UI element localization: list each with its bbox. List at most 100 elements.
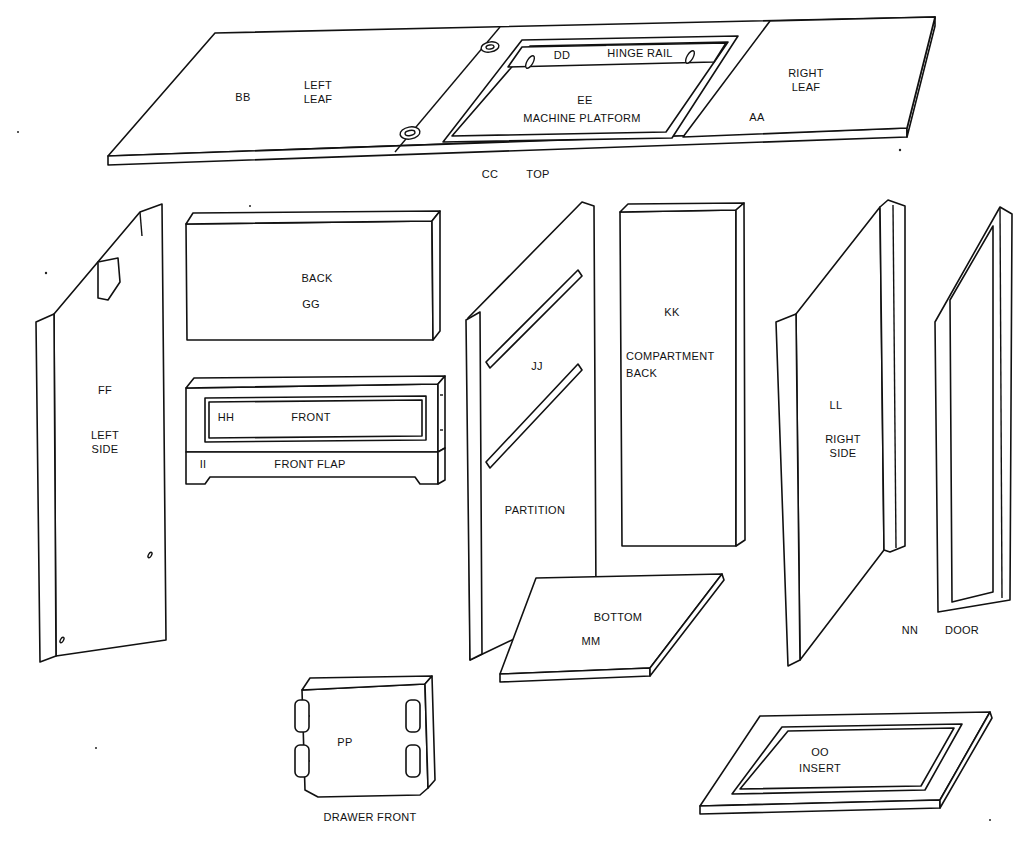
panel-edge <box>140 212 142 236</box>
part-panel: OO INSERT <box>695 706 995 816</box>
panel-face <box>700 800 940 814</box>
panel-face <box>438 448 445 484</box>
part-panel: KK COMPARTMENT BACK <box>615 200 750 550</box>
part-label: CC <box>481 167 500 181</box>
panel-outline <box>292 670 445 830</box>
panel-face <box>452 42 728 136</box>
part-label: INSERT <box>798 761 842 775</box>
part-label: BACK <box>300 271 333 285</box>
part-label: PP <box>336 735 353 749</box>
drawer-hardware <box>406 745 420 777</box>
part-panel: RIGHT LEAF AA <box>680 14 942 140</box>
hardware-hole <box>405 130 416 137</box>
part-label: COMPARTMENT BACK <box>625 348 727 381</box>
panel-outline <box>495 570 727 686</box>
part-label: DOOR <box>944 623 980 637</box>
panel-face <box>776 314 800 666</box>
panel-face <box>486 364 582 468</box>
part-label: LL <box>829 398 844 412</box>
panel-face <box>486 270 582 368</box>
part-label: NN <box>901 623 919 637</box>
part-panel: FF LEFT SIDE <box>33 198 173 666</box>
hardware-hole <box>147 552 153 559</box>
drawer-hardware <box>295 745 309 777</box>
part-panel: CC TOP BB LEFT LEAF EE MACHINE PLATFORM DD HING… <box>104 12 944 184</box>
panel-face <box>54 204 166 656</box>
hardware-hole <box>684 49 696 64</box>
panel-face <box>650 574 724 676</box>
panel-face <box>950 226 993 602</box>
panel-face <box>508 43 726 67</box>
panel-face <box>620 210 736 546</box>
panel-outline <box>695 706 995 816</box>
panel-face <box>186 221 433 340</box>
panel-edge <box>1000 207 1002 598</box>
part-label: PARTITION <box>504 503 566 517</box>
part-label: AA <box>748 110 765 124</box>
panel-face <box>98 258 120 300</box>
drawer-hardware <box>406 700 420 732</box>
panel-face <box>736 203 745 546</box>
part-label: GG <box>301 297 321 311</box>
part-label: BOTTOM <box>593 610 644 624</box>
panel-face <box>732 724 962 794</box>
part-panel: NN DOOR <box>898 198 1018 646</box>
hardware-hole <box>399 125 421 140</box>
part-label: HINGE RAIL <box>606 46 673 60</box>
part-panel: BB LEFT LEAF <box>108 27 503 158</box>
panel-face <box>620 203 744 212</box>
part-panel: PPDRAWER FRONT <box>292 670 445 830</box>
part-label: LEFT SIDE <box>87 428 123 457</box>
part-label: EE <box>576 93 593 107</box>
panel-face <box>186 376 445 388</box>
part-label: DD <box>553 48 572 62</box>
panel-face <box>186 384 438 452</box>
hardware-hole <box>480 41 499 54</box>
part-label: HH <box>217 410 236 424</box>
hardware-hole <box>524 54 536 69</box>
part-label: TOP <box>525 167 550 181</box>
part-panel: II FRONT FLAP <box>183 452 447 488</box>
panel-face <box>302 684 428 797</box>
panel-outline <box>898 198 1018 646</box>
panel-face <box>500 668 650 682</box>
panel-face <box>740 728 954 789</box>
panel-face <box>302 676 432 690</box>
part-label: FRONT <box>290 410 331 424</box>
part-label: MM <box>581 634 602 648</box>
part-label: KK <box>663 305 680 319</box>
part-panel: BOTTOM MM <box>495 570 727 686</box>
panel-face <box>205 396 426 442</box>
panel-face <box>935 207 1012 612</box>
panel-face <box>683 17 935 137</box>
panel-face <box>796 207 884 660</box>
part-label: RIGHT LEAF <box>785 66 827 95</box>
drawer-hardware <box>295 700 309 732</box>
panel-face <box>425 676 435 788</box>
part-label: MACHINE PLATFORM <box>522 111 642 125</box>
part-label: JJ <box>530 359 544 373</box>
part-label: FRONT FLAP <box>273 457 346 471</box>
panel-face <box>432 211 440 340</box>
panel-face <box>186 452 438 484</box>
part-label: RIGHT SIDE <box>823 432 863 461</box>
panel-face <box>186 211 440 224</box>
hardware-hole <box>59 637 65 644</box>
part-label: FF <box>97 383 113 397</box>
panel-face <box>880 200 905 552</box>
part-label: II <box>199 457 208 471</box>
panel-face <box>466 312 482 660</box>
part-panel: BACK GG <box>183 208 443 344</box>
part-panel: HH FRONT <box>183 374 447 454</box>
part-label: BB <box>234 90 251 104</box>
part-panel: LL RIGHT SIDE <box>772 198 912 670</box>
panel-edge <box>440 394 443 395</box>
panel-edge <box>893 205 896 548</box>
panel-edge <box>440 429 443 430</box>
part-label: LEFT LEAF <box>299 78 337 107</box>
hardware-hole <box>486 44 495 49</box>
part-label: OO <box>810 745 830 759</box>
panel-face <box>438 376 445 452</box>
part-panel: DD HINGE RAIL <box>505 40 735 72</box>
